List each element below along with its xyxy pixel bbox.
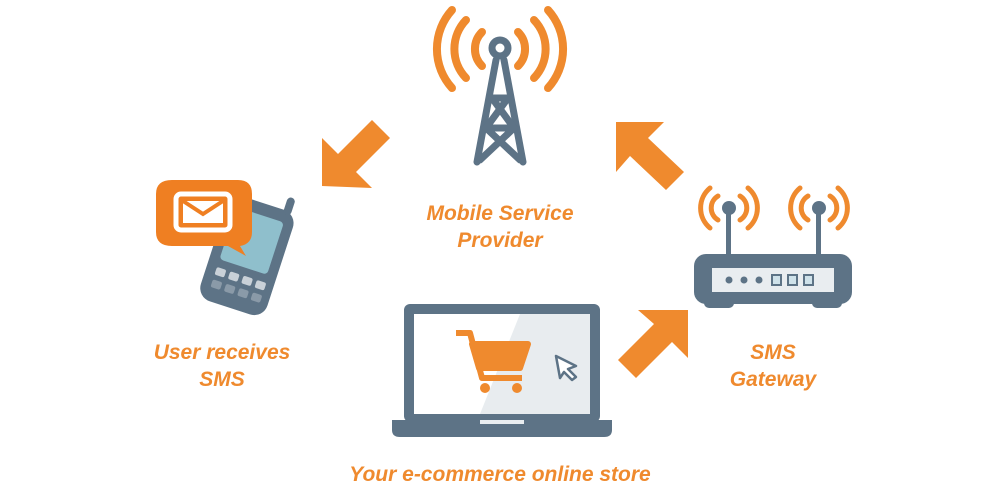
- cursor-icon: [554, 354, 578, 382]
- user-label-line2: SMS: [199, 368, 245, 391]
- user-label-line1: User receives: [153, 341, 291, 364]
- gateway-label-line2: Gateway: [729, 368, 817, 391]
- store-label: Your e-commerce online store: [349, 463, 651, 486]
- mobile-phone-message-icon: [156, 180, 295, 316]
- provider-label-line2: Provider: [457, 229, 543, 252]
- gateway-label: SMS Gateway: [673, 339, 873, 393]
- provider-label: Mobile Service Provider: [400, 200, 600, 254]
- user-label: User receives SMS: [122, 339, 322, 393]
- arrow-provider-to-user: [322, 120, 390, 188]
- flow-arrows: [322, 120, 688, 378]
- arrow-gateway-to-provider: [616, 122, 684, 190]
- router-icon: [694, 185, 852, 308]
- cell-tower-icon: [432, 6, 568, 166]
- arrow-store-to-gateway: [618, 310, 688, 378]
- provider-label-line1: Mobile Service: [426, 202, 574, 225]
- shopping-cart-icon: [456, 330, 531, 381]
- laptop-cart-icon: [392, 304, 612, 437]
- gateway-label-line1: SMS: [750, 341, 796, 364]
